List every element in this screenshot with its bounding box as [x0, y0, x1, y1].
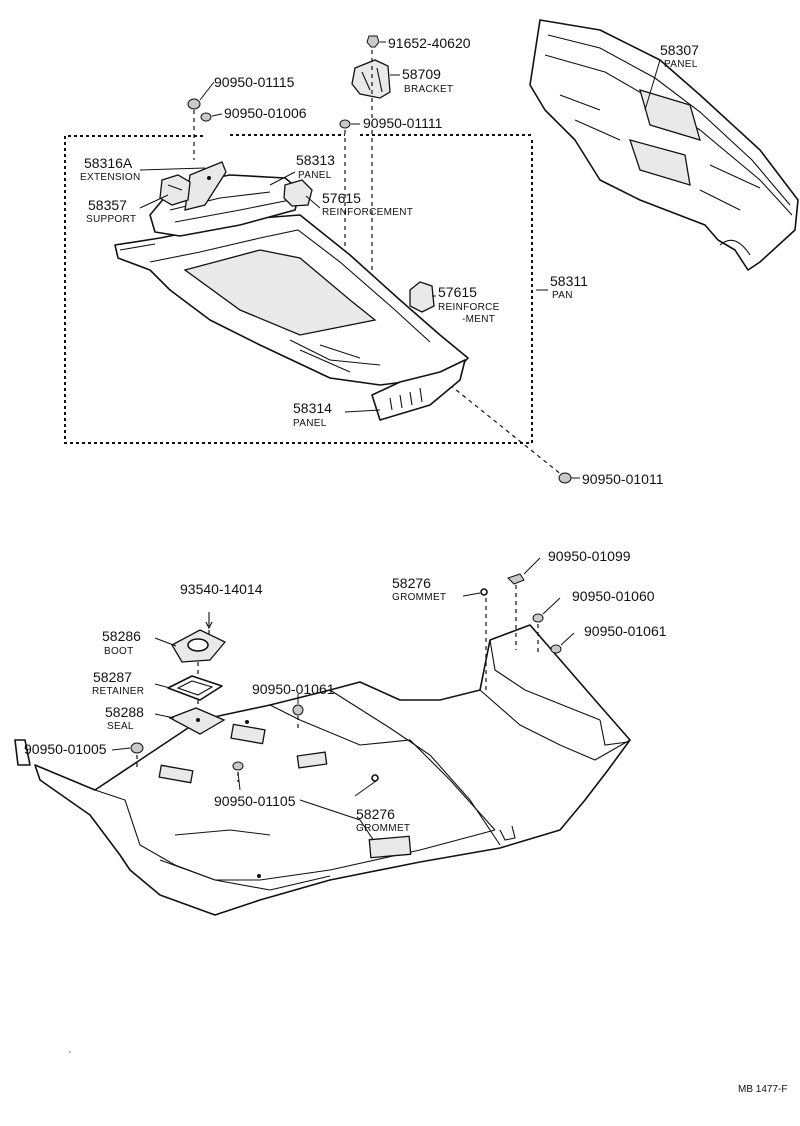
label-90950-01061-b: 90950-01061: [252, 681, 335, 697]
label-58276-a-number: 58276: [392, 575, 431, 591]
screw-93540-14014[interactable]: [205, 612, 213, 630]
label-90950-01060: 90950-01060: [572, 588, 655, 604]
extension-58316a[interactable]: [184, 161, 227, 211]
label-58286-name: BOOT: [104, 646, 134, 657]
label-58311-name: PAN: [552, 290, 573, 301]
label-57615-b-number: 57615: [438, 284, 477, 300]
label-58709-number: 58709: [402, 66, 441, 82]
label-90950-01061-a: 90950-01061: [584, 623, 667, 639]
plug-90950-01061-a[interactable]: [550, 644, 562, 654]
label-90950-01006: 90950-01006: [224, 105, 307, 121]
label-58288-name: SEAL: [107, 721, 134, 732]
label-58307-name: PANEL: [664, 59, 698, 70]
plug-90950-01099[interactable]: [507, 573, 525, 585]
plug-90950-01060[interactable]: [532, 613, 544, 623]
label-58288-number: 58288: [105, 704, 144, 720]
label-58357-number: 58357: [88, 197, 127, 213]
label-57615-a-number: 57615: [322, 190, 361, 206]
plug-90950-01011[interactable]: [558, 472, 572, 484]
left-sill[interactable]: [14, 739, 31, 766]
label-90950-01011: 90950-01011: [582, 471, 664, 487]
bracket-58709[interactable]: [351, 59, 391, 99]
boot-58286[interactable]: [171, 629, 227, 663]
label-90950-01115: 90950-01115: [214, 74, 295, 90]
grommet-58276-b[interactable]: [371, 774, 379, 782]
label-90950-01099: 90950-01099: [548, 548, 631, 564]
bolt-91652-40620[interactable]: [366, 35, 380, 48]
plug-90950-01005[interactable]: [130, 742, 144, 754]
seal-58288[interactable]: [168, 707, 226, 735]
label-90950-01005: 90950-01005: [24, 741, 107, 757]
floor-pan[interactable]: [34, 624, 631, 916]
plug-90950-01111[interactable]: [339, 119, 351, 129]
plug-90950-01115[interactable]: [187, 98, 201, 110]
label-58286-number: 58286: [102, 628, 141, 644]
retainer-58287[interactable]: [167, 675, 223, 701]
plug-90950-01006[interactable]: [200, 112, 212, 122]
reinforcement-57615-b[interactable]: [409, 281, 435, 313]
reinforcement-57615-a[interactable]: [283, 179, 313, 207]
label-58276-b-number: 58276: [356, 806, 395, 822]
label-58314-number: 58314: [293, 400, 332, 416]
label-58307-number: 58307: [660, 42, 699, 58]
label-58287-number: 58287: [93, 669, 132, 685]
panel-58314[interactable]: [371, 359, 466, 421]
label-90950-01111: 90950-01111: [363, 115, 443, 131]
label-58313-number: 58313: [296, 152, 335, 168]
plug-90950-01061-b[interactable]: [292, 704, 304, 716]
label-91652-40620: 91652-40620: [388, 35, 471, 51]
plug-90950-01105[interactable]: [232, 761, 244, 771]
support-58357[interactable]: [159, 174, 191, 206]
rear-panel-58307[interactable]: [529, 19, 799, 271]
label-93540-14014: 93540-14014: [180, 581, 263, 597]
label-90950-01105: 90950-01105: [214, 793, 296, 809]
grommet-58276-a[interactable]: [480, 588, 488, 596]
label-57615-b-name-1: REINFORCE: [438, 302, 500, 313]
label-58313-name: PANEL: [298, 170, 332, 181]
label-58311-number: 58311: [550, 273, 588, 289]
label-58316a-name: EXTENSION: [80, 172, 141, 183]
label-58314-name: PANEL: [293, 418, 327, 429]
label-58357-name: SUPPORT: [86, 214, 136, 225]
label-58709-name: BRACKET: [404, 84, 453, 95]
label-58276-b-name: GROMMET: [356, 823, 410, 834]
pan-assembly-frame: [64, 135, 533, 444]
label-57615-a-name: REINFORCEMENT: [322, 207, 413, 218]
label-58287-name: RETAINER: [92, 686, 144, 697]
label-57615-b-name-2: -MENT: [462, 314, 495, 325]
label-58276-a-name: GROMMET: [392, 592, 446, 603]
label-58316a-number: 58316A: [84, 155, 133, 171]
drawing-code: MB 1477-F: [738, 1084, 787, 1095]
